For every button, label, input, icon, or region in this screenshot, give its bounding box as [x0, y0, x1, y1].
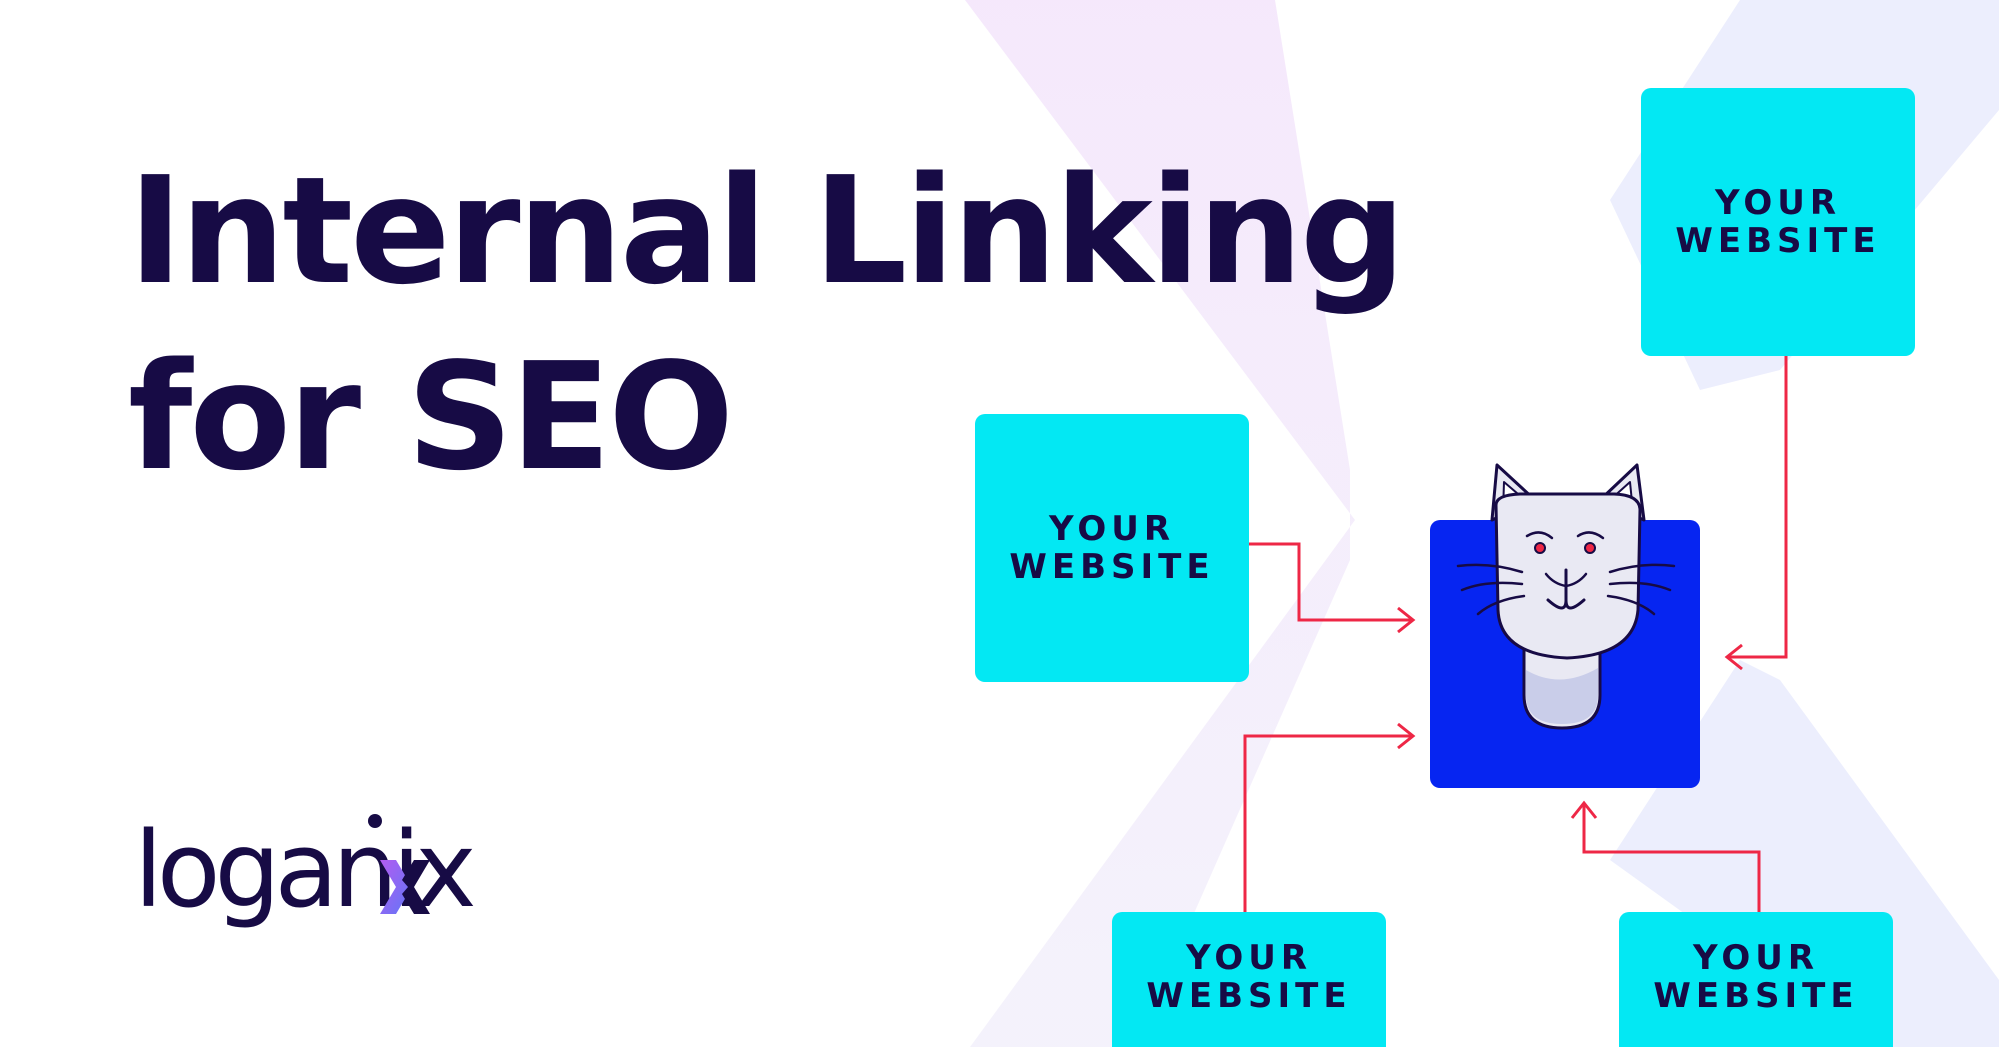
website-box-line-2: WEBSITE — [1146, 976, 1352, 1016]
central-page-box — [1430, 520, 1700, 788]
website-box-line-2: WEBSITE — [1009, 547, 1215, 587]
website-box-line-2: WEBSITE — [1653, 976, 1859, 1016]
website-box-bottom-right: YOUR WEBSITE — [1619, 912, 1893, 1047]
x-chevron-logo-icon — [380, 860, 430, 914]
website-box-line-1: YOUR — [1048, 509, 1176, 549]
logo-dot — [368, 814, 382, 828]
website-box-line-1: YOUR — [1714, 183, 1842, 223]
title-line-2: for SEO — [128, 331, 734, 503]
website-box-line-1: YOUR — [1185, 938, 1313, 978]
title-line-1: Internal Linking — [128, 145, 1406, 317]
bg-chevron-lower-right — [1610, 660, 1999, 1047]
website-box-left: YOUR WEBSITE — [975, 414, 1249, 682]
website-box-bottom-left: YOUR WEBSITE — [1112, 912, 1386, 1047]
website-box-top-right: YOUR WEBSITE — [1641, 88, 1915, 356]
website-box-line-2: WEBSITE — [1675, 221, 1881, 261]
bg-chevron-left — [965, 0, 1355, 1047]
website-box-line-1: YOUR — [1692, 938, 1820, 978]
page-title: Internal Linking for SEO — [128, 138, 1406, 510]
